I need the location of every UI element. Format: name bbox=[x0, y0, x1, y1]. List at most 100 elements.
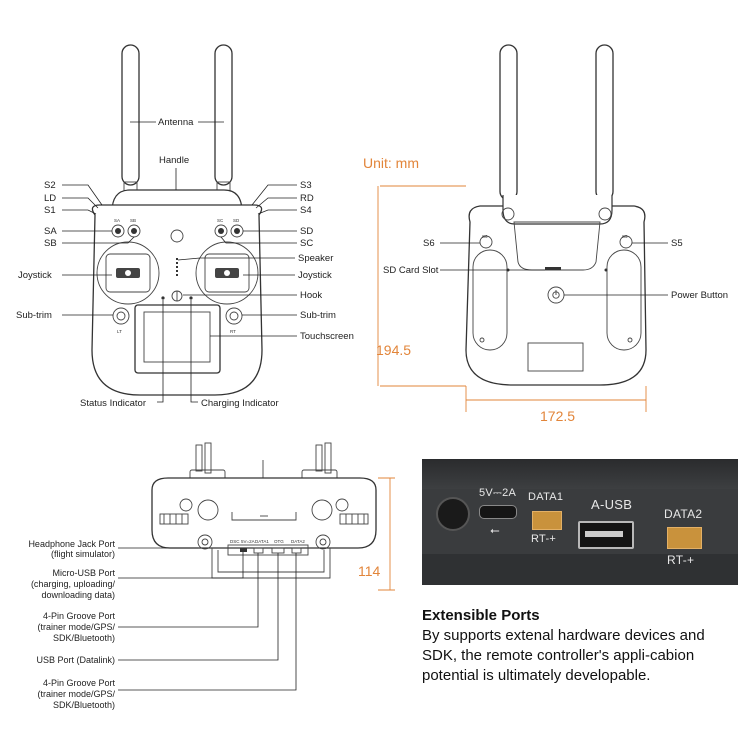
bottom-stand bbox=[211, 548, 331, 579]
microusb-port-sub2: downloading data) bbox=[41, 590, 115, 600]
micro-usb-icon bbox=[240, 548, 247, 552]
back-view: Unit: mm S6 S5 194.5 172.5 bbox=[363, 44, 728, 424]
back-label-plate bbox=[527, 342, 584, 372]
front-view: SA SB SC SD LT RT bbox=[16, 44, 354, 409]
depth-dimension: 114 bbox=[358, 563, 381, 579]
btn-s5-tag: S5 bbox=[622, 234, 628, 239]
s2-label: S2 bbox=[44, 180, 56, 191]
extensible-ports-title: Extensible Ports bbox=[422, 607, 540, 624]
status-led bbox=[161, 296, 165, 300]
sb-label: SB bbox=[44, 238, 57, 249]
photo-data2-sub: RT-+ bbox=[667, 553, 695, 567]
hook-label: Hook bbox=[300, 290, 322, 301]
a-usb-port-photo bbox=[578, 521, 634, 549]
bottom-view: DSC 5V=2A DATA1 OTG DATA2 114 Headphone … bbox=[28, 442, 395, 710]
back-right-antenna bbox=[595, 44, 614, 201]
bottom-body bbox=[151, 477, 377, 549]
ports-photo: 5V⎓2A ⭠ DATA1 RT-+ A-USB DATA2 RT-+ bbox=[422, 459, 738, 585]
charging-indicator-label: Charging Indicator bbox=[201, 398, 279, 409]
ld-label: LD bbox=[44, 193, 56, 204]
power-button-label: Power Button bbox=[671, 290, 728, 301]
sc-label: SC bbox=[300, 238, 313, 249]
right-subtrim-icon bbox=[225, 307, 243, 325]
s4-label: S4 bbox=[300, 205, 312, 216]
headphone-port-sub: (flight simulator) bbox=[51, 549, 115, 559]
left-grip bbox=[472, 249, 508, 351]
usb-port-icon bbox=[271, 547, 285, 554]
right-grip bbox=[606, 249, 642, 351]
headphone-port-label: Headphone Jack Port bbox=[28, 539, 115, 549]
left-antenna bbox=[121, 44, 140, 186]
btn-sa-tag: SA bbox=[114, 218, 120, 223]
left-subtrim-icon bbox=[112, 307, 130, 325]
groove-port-2-label: 4-Pin Groove Port bbox=[43, 678, 116, 688]
s5-label: S5 bbox=[671, 238, 683, 249]
groove-port-2-sub2: SDK/Bluetooth) bbox=[53, 700, 115, 710]
microusb-port-sub1: (charging, uploading/ bbox=[31, 579, 116, 589]
s3-label: S3 bbox=[300, 180, 312, 191]
btn-lt-tag: LT bbox=[117, 329, 122, 334]
extensible-ports-section: Extensible Ports By supports extenal har… bbox=[422, 607, 742, 686]
photo-data2-label: DATA2 bbox=[664, 507, 703, 521]
btn-sb-tag: SB bbox=[130, 218, 136, 223]
s6-button-icon bbox=[479, 235, 493, 249]
left-joystick-label: Joystick bbox=[18, 270, 52, 281]
back-body bbox=[465, 205, 647, 386]
microusb-port-label: Micro-USB Port bbox=[52, 568, 115, 578]
extensible-ports-body: By supports extenal hardware devices and… bbox=[422, 627, 705, 684]
port-tag-dsc: DSC bbox=[230, 539, 240, 544]
right-grip-texture bbox=[339, 513, 369, 525]
groove-port-2-sub1: (trainer mode/GPS/ bbox=[37, 689, 115, 699]
port-tag-data1: DATA1 bbox=[255, 539, 269, 544]
speaker-label: Speaker bbox=[298, 253, 333, 264]
back-handle bbox=[502, 195, 613, 225]
sd-label: SD bbox=[300, 226, 313, 237]
rd-label: RD bbox=[300, 193, 314, 204]
right-joystick-ring bbox=[195, 241, 259, 305]
left-grip-texture bbox=[159, 513, 189, 525]
touchscreen-label: Touchscreen bbox=[300, 331, 354, 342]
photo-ausb-label: A-USB bbox=[591, 497, 633, 512]
groove-port-1-sub2: SDK/Bluetooth) bbox=[53, 633, 115, 643]
s6-label: S6 bbox=[423, 238, 435, 249]
port-tag-5v: 5V=2A bbox=[241, 539, 255, 544]
charging-led bbox=[189, 296, 193, 300]
port-strip bbox=[227, 544, 309, 556]
right-joystick-label: Joystick bbox=[298, 270, 332, 281]
width-dimension: 172.5 bbox=[540, 408, 575, 424]
right-antenna bbox=[214, 44, 233, 186]
s1-label: S1 bbox=[44, 205, 56, 216]
height-dimension: 194.5 bbox=[376, 342, 411, 358]
photo-power-label: 5V⎓2A bbox=[479, 487, 517, 499]
btn-sc-tag: SC bbox=[217, 218, 224, 223]
center-button-icon bbox=[170, 229, 184, 243]
touchscreen-frame bbox=[134, 304, 221, 374]
data2-port-icon bbox=[291, 547, 302, 554]
btn-s6-tag: S6 bbox=[482, 234, 488, 239]
right-subtrim-label: Sub-trim bbox=[300, 310, 336, 321]
groove-port-1-sub1: (trainer mode/GPS/ bbox=[37, 622, 115, 632]
btn-rt-tag: RT bbox=[230, 329, 236, 334]
sa-label: SA bbox=[44, 226, 57, 237]
data1-port-icon bbox=[253, 547, 264, 554]
left-joystick-ring bbox=[96, 241, 160, 305]
unit-label: Unit: mm bbox=[363, 155, 419, 171]
antenna-label: Antenna bbox=[158, 117, 194, 128]
photo-data1-label: DATA1 bbox=[528, 491, 564, 503]
photo-data1-sub: RT-+ bbox=[531, 533, 557, 545]
headphone-jack-icon bbox=[197, 534, 213, 550]
sd-card-slot-label: SD Card Slot bbox=[383, 265, 439, 276]
port-tag-data2: DATA2 bbox=[291, 539, 305, 544]
data1-port-photo bbox=[532, 511, 562, 530]
groove-port-1-label: 4-Pin Groove Port bbox=[43, 611, 116, 621]
status-indicator-label: Status Indicator bbox=[80, 398, 146, 409]
headphone-jack-photo bbox=[436, 497, 470, 531]
btn-sd-tag: SD bbox=[233, 218, 240, 223]
touchscreen-display bbox=[143, 311, 211, 363]
back-battery-cover bbox=[513, 221, 601, 271]
back-left-antenna bbox=[499, 44, 518, 201]
speaker-icon bbox=[176, 258, 178, 276]
usb-datalink-label: USB Port (Datalink) bbox=[36, 655, 115, 665]
data2-port-photo bbox=[667, 527, 702, 549]
